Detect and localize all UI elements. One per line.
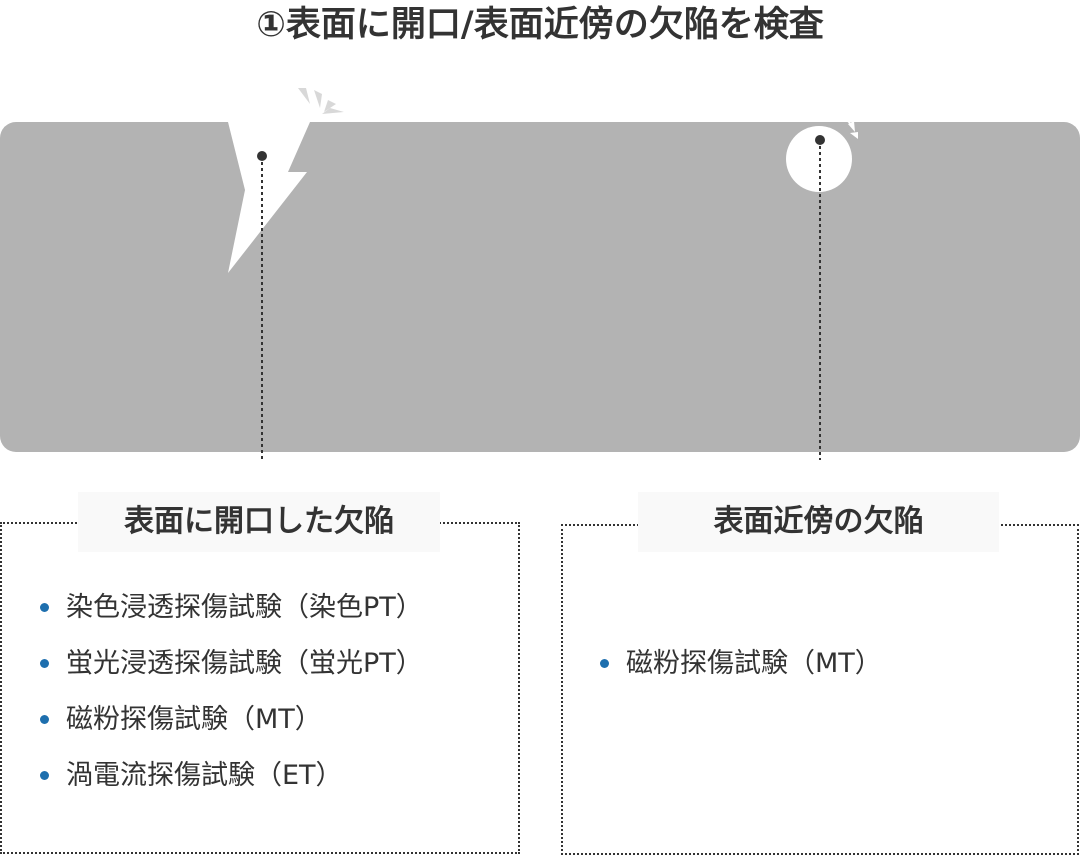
list-item: 染色浸透探傷試験（染色PT） (36, 580, 423, 636)
crack-spark-mark (298, 88, 310, 104)
bullet-icon (40, 715, 49, 724)
method-label: 染色浸透探傷試験（染色PT） (66, 592, 423, 623)
method-label: 磁粉探傷試験（MT） (626, 648, 882, 679)
surface-opening-method-list: 染色浸透探傷試験（染色PT） 蛍光浸透探傷試験（蛍光PT） 磁粉探傷試験（MT）… (36, 580, 423, 804)
bullet-icon (40, 771, 49, 780)
list-item: 蛍光浸透探傷試験（蛍光PT） (36, 636, 423, 692)
list-item: 渦電流探傷試験（ET） (36, 748, 423, 804)
leader-dot-subsurface (815, 135, 825, 145)
circle-spark-mark (848, 121, 855, 132)
leader-dot-crack (257, 151, 267, 161)
near-surface-method-list: 磁粉探傷試験（MT） (596, 636, 882, 692)
crack-spark-mark (314, 90, 322, 108)
crack-spark-mark (324, 100, 336, 112)
method-label: 蛍光浸透探傷試験（蛍光PT） (66, 648, 423, 679)
bullet-icon (600, 659, 609, 668)
method-label: 磁粉探傷試験（MT） (66, 704, 322, 735)
circle-spark-mark (850, 132, 858, 139)
test-plate (0, 122, 1080, 452)
surface-crack (228, 122, 310, 273)
crack-spark-mark (322, 108, 344, 114)
bullet-icon (40, 603, 49, 612)
near-surface-heading: 表面近傍の欠陥 (638, 492, 999, 552)
list-item: 磁粉探傷試験（MT） (36, 692, 423, 748)
bullet-icon (40, 659, 49, 668)
method-label: 渦電流探傷試験（ET） (66, 760, 343, 791)
surface-opening-heading: 表面に開口した欠陥 (78, 492, 440, 552)
page-title: ①表面に開口/表面近傍の欠陥を検査 (256, 5, 824, 45)
list-item: 磁粉探傷試験（MT） (596, 636, 882, 692)
